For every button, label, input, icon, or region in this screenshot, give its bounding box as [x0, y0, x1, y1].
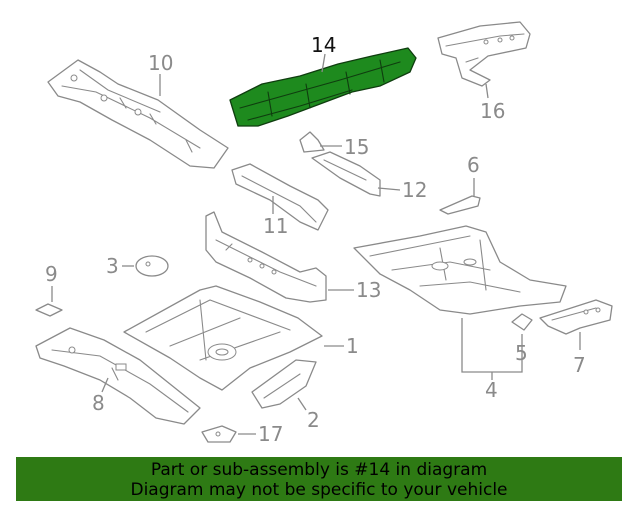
part-11[interactable] [231, 163, 329, 231]
part-5[interactable] [511, 313, 533, 331]
callout-4[interactable]: 4 [485, 378, 498, 402]
leader-lines [51, 53, 581, 435]
callout-1[interactable]: 1 [346, 334, 359, 358]
part-3[interactable] [135, 255, 169, 277]
callout-11[interactable]: 11 [263, 214, 288, 238]
part-14[interactable] [229, 47, 417, 127]
part-1[interactable] [123, 285, 323, 391]
part-6[interactable] [439, 195, 481, 215]
part-4[interactable] [353, 225, 567, 315]
callout-13[interactable]: 13 [356, 278, 381, 302]
banner-line-1: Part or sub-assembly is #14 in diagram [150, 460, 488, 480]
part-16[interactable] [437, 21, 531, 87]
callout-15[interactable]: 15 [344, 135, 369, 159]
callout-17[interactable]: 17 [258, 422, 283, 446]
callout-labels: 10 14 16 15 12 6 11 3 13 9 1 5 7 4 8 2 1… [45, 33, 586, 446]
callout-16[interactable]: 16 [480, 99, 505, 123]
callout-10[interactable]: 10 [148, 51, 173, 75]
callout-6[interactable]: 6 [467, 153, 480, 177]
callout-7[interactable]: 7 [573, 353, 586, 377]
part-9[interactable] [35, 303, 63, 317]
callout-2[interactable]: 2 [307, 408, 320, 432]
part-8[interactable] [35, 327, 201, 425]
banner-line-2: Diagram may not be specific to your vehi… [130, 480, 508, 500]
part-13[interactable] [205, 211, 327, 303]
callout-3[interactable]: 3 [106, 254, 119, 278]
callout-5[interactable]: 5 [515, 341, 528, 365]
part-17[interactable] [201, 425, 237, 443]
part-10[interactable] [47, 59, 229, 169]
callout-9[interactable]: 9 [45, 262, 58, 286]
part-15[interactable] [299, 131, 325, 153]
part-2[interactable] [251, 359, 317, 409]
callout-8[interactable]: 8 [92, 391, 105, 415]
callout-12[interactable]: 12 [402, 178, 427, 202]
part-7[interactable] [539, 299, 613, 335]
info-banner: Part or sub-assembly is #14 in diagram D… [16, 457, 622, 501]
callout-14[interactable]: 14 [311, 33, 336, 57]
